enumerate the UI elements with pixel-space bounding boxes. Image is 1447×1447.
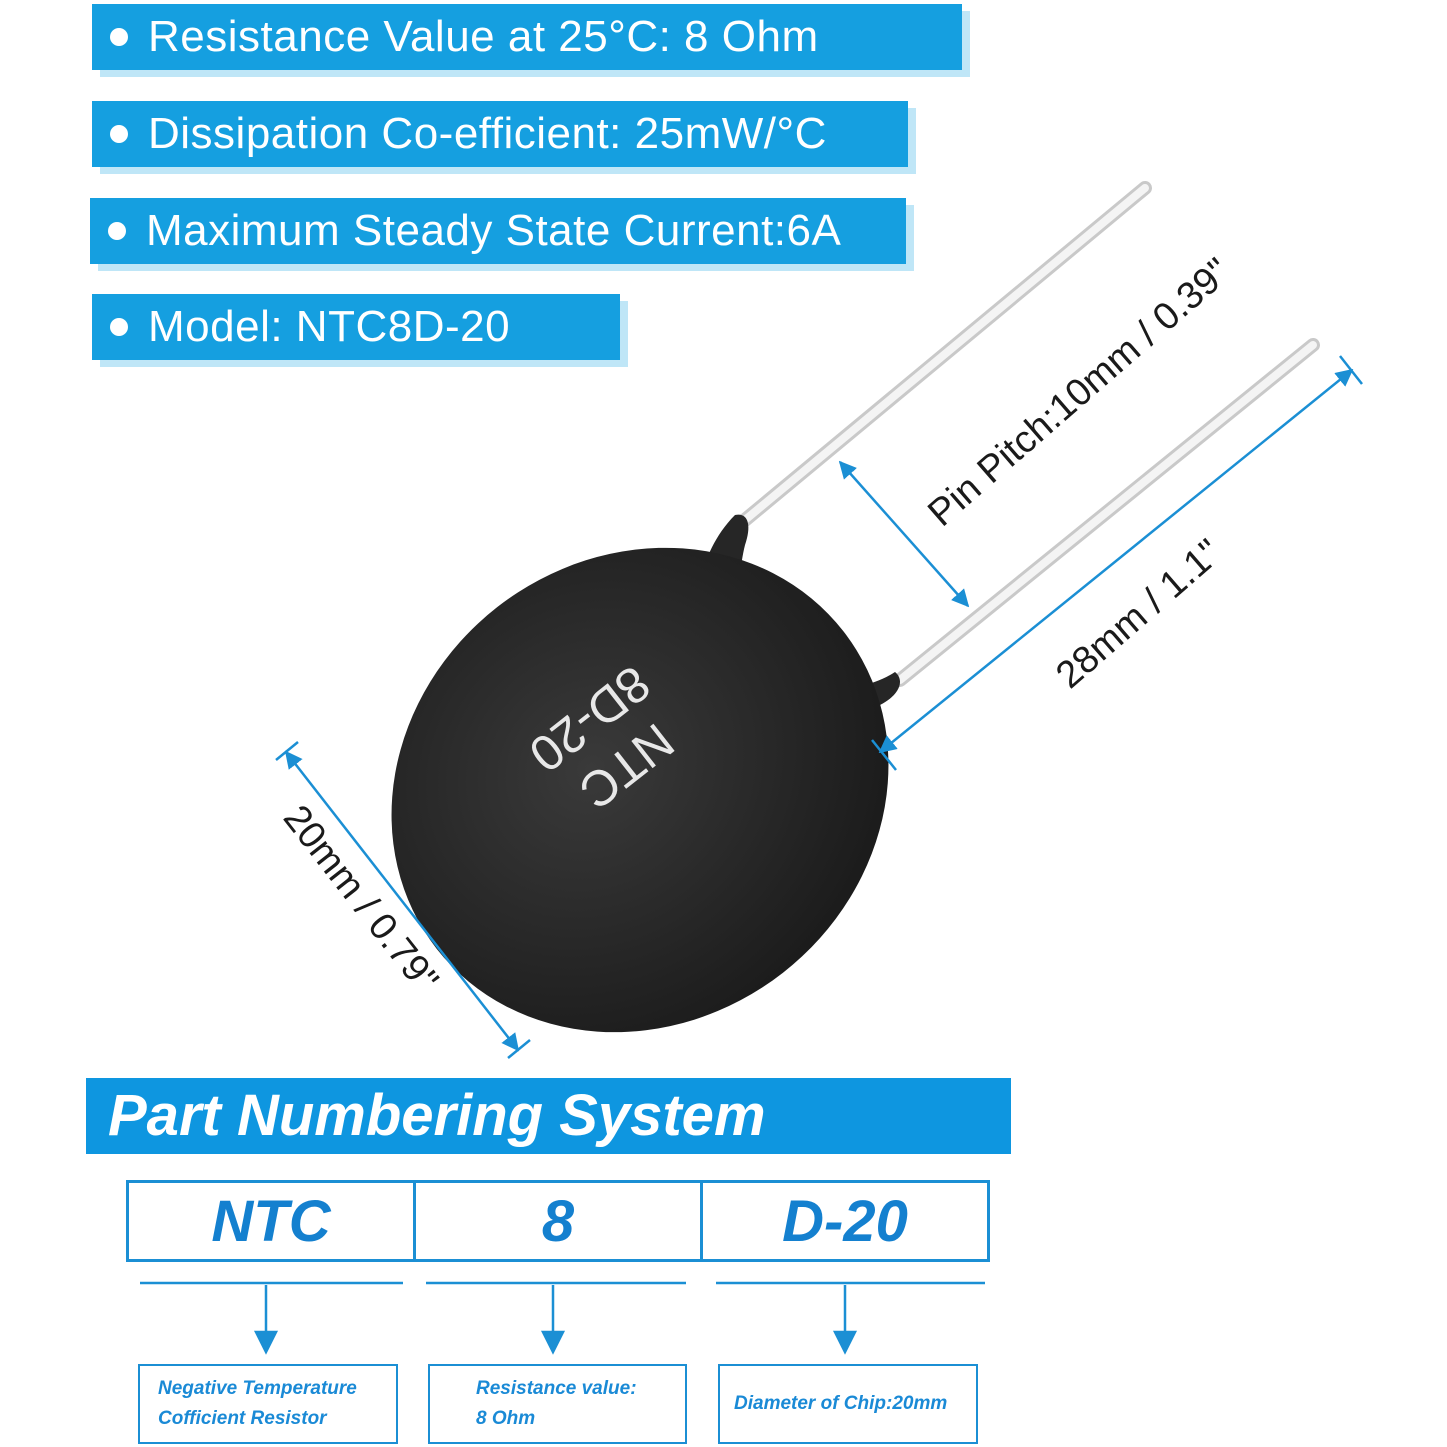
thermistor-illustration: NTC 8D-20 Pin Pitch:10mm / 0.39" 28mm / …: [275, 181, 1363, 1059]
spec-dissipation: Dissipation Co-efficient: 25mW/°C: [92, 101, 908, 167]
spec-text: Maximum Steady State Current:6A: [146, 206, 842, 255]
arrow-down-icon: [253, 1330, 279, 1355]
code-resistance: 8: [413, 1183, 700, 1259]
code-ntc: NTC: [211, 1188, 331, 1254]
desc-diameter: Diameter of Chip:20mm: [718, 1364, 978, 1444]
desc-line: Negative Temperature: [158, 1378, 357, 1399]
bullet-icon: [110, 318, 128, 336]
desc-line: Diameter of Chip:20mm: [734, 1393, 948, 1414]
desc-line: Resistance value:: [476, 1378, 637, 1399]
desc-line: 8 Ohm: [476, 1408, 536, 1429]
arrow-down-icon: [540, 1330, 566, 1355]
bullet-icon: [108, 222, 126, 240]
desc-ntc: Negative Temperature Cofficient Resistor: [138, 1364, 398, 1444]
arrow-down-icon: [832, 1330, 858, 1355]
spec-resistance: Resistance Value at 25°C: 8 Ohm: [92, 4, 962, 70]
part-number-table: NTC 8 D-20: [126, 1180, 990, 1262]
desc-line: Cofficient Resistor: [158, 1408, 327, 1429]
lead-length-label: 28mm / 1.1": [1048, 532, 1229, 697]
lead-length-dimension: 28mm / 1.1": [871, 355, 1363, 771]
pin-pitch-label: Pin Pitch:10mm / 0.39": [920, 250, 1238, 534]
bullet-icon: [110, 28, 128, 46]
spec-current: Maximum Steady State Current:6A: [90, 198, 906, 264]
spec-model: Model: NTC8D-20: [92, 294, 620, 360]
spec-text: Dissipation Co-efficient: 25mW/°C: [148, 109, 827, 158]
code-diameter: D-20: [700, 1183, 987, 1259]
spec-text: Model: NTC8D-20: [148, 302, 511, 351]
part-numbering-title: Part Numbering System: [86, 1078, 1011, 1154]
desc-resistance: Resistance value: 8 Ohm: [428, 1364, 687, 1444]
spec-text: Resistance Value at 25°C: 8 Ohm: [148, 12, 819, 61]
bullet-icon: [110, 125, 128, 143]
